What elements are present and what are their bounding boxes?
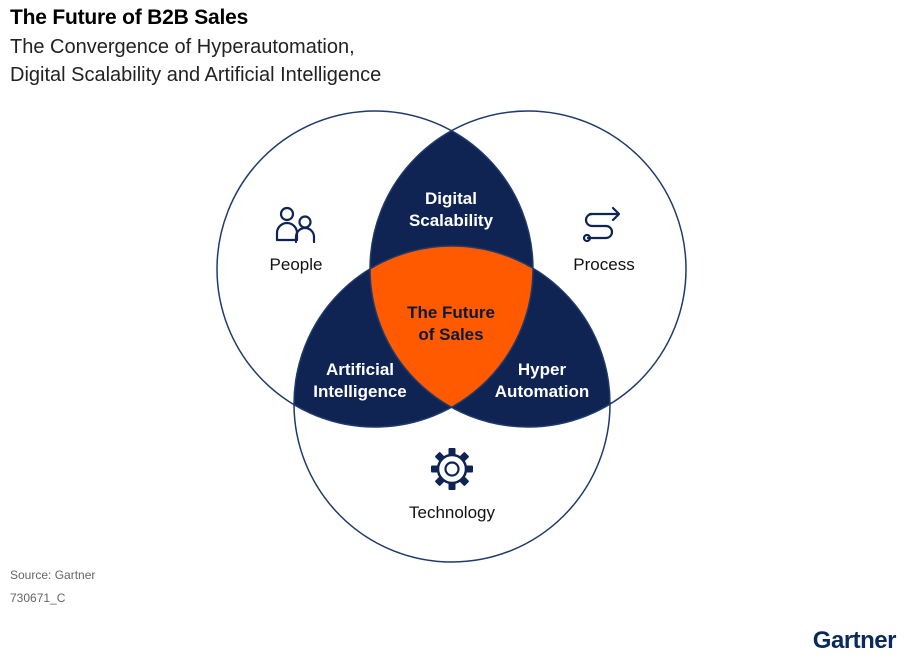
- label-digital-line1: Digital: [425, 189, 477, 208]
- label-hyper-line2: Automation: [495, 382, 589, 401]
- label-center-line1: The Future: [407, 303, 495, 322]
- circle-technology: [293, 245, 611, 563]
- subtitle-line-2: Digital Scalability and Artificial Intel…: [10, 64, 382, 86]
- gear-icon: [431, 448, 473, 490]
- subtitle-line-1: The Convergence of Hyperautomation,: [10, 36, 355, 58]
- label-technology: Technology: [409, 503, 496, 522]
- source-note: Source: Gartner: [10, 568, 96, 582]
- label-ai-line1: Artificial: [326, 360, 394, 379]
- label-digital-line2: Scalability: [409, 211, 494, 230]
- label-center-line2: of Sales: [418, 325, 483, 344]
- label-ai-line2: Intelligence: [313, 382, 407, 401]
- process-icon: [582, 206, 621, 243]
- label-hyper-line1: Hyper: [518, 360, 567, 379]
- gartner-logo: Gartner: [812, 627, 897, 654]
- page-title: The Future of B2B Sales: [10, 6, 249, 29]
- people-icon: [275, 206, 316, 244]
- figure-code: 730671_C: [10, 591, 66, 605]
- label-process: Process: [573, 255, 634, 274]
- label-people: People: [270, 255, 323, 274]
